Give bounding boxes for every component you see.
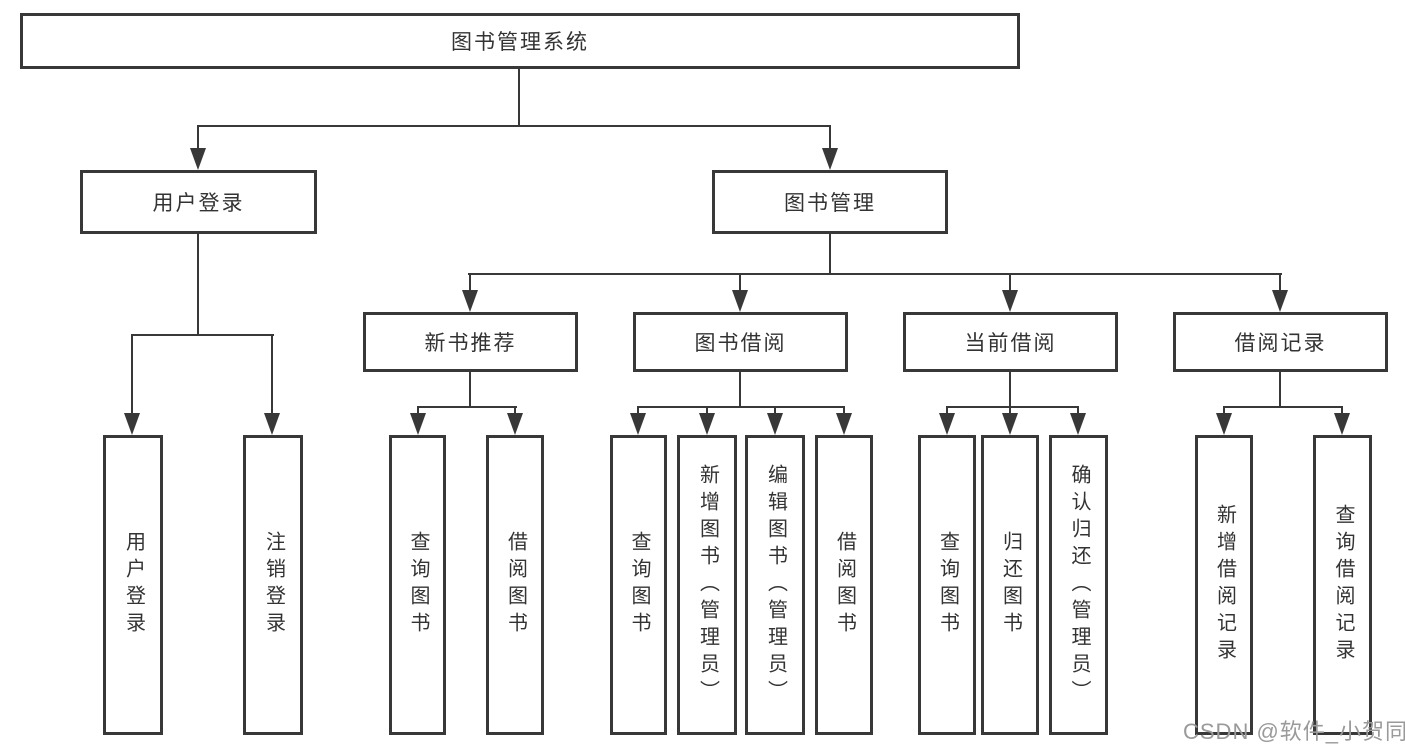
- node-leaf-query-books: 查询图书: [610, 435, 667, 735]
- connector-line: [197, 125, 831, 127]
- node-book-management: 图书管理: [712, 170, 948, 234]
- arrowhead-down-icon: [1070, 413, 1086, 435]
- connector-line: [131, 334, 274, 336]
- arrowhead-down-icon: [630, 413, 646, 435]
- node-label: 图书管理系统: [451, 31, 589, 54]
- node-leaf-borrow-books-recommend: 借阅图书: [486, 435, 544, 735]
- node-leaf-borrow-books: 借阅图书: [815, 435, 873, 735]
- node-leaf-add-borrow-record: 新增借阅记录: [1195, 435, 1253, 735]
- arrowhead-down-icon: [939, 413, 955, 435]
- connector-line: [417, 406, 517, 408]
- node-leaf-logout: 注销登录: [243, 435, 303, 735]
- node-label: 编辑图书（管理员）: [764, 463, 787, 707]
- connector-line: [1279, 372, 1281, 408]
- arrowhead-down-icon: [410, 413, 426, 435]
- node-leaf-return-books: 归还图书: [981, 435, 1039, 735]
- connector-line: [518, 68, 520, 127]
- arrowhead-down-icon: [767, 413, 783, 435]
- node-label: 用户登录: [152, 192, 245, 215]
- node-label: 查询图书: [936, 531, 959, 639]
- node-label: 借阅图书: [504, 531, 527, 639]
- connector-line: [829, 234, 831, 275]
- connector-line: [739, 273, 741, 292]
- node-label: 注销登录: [262, 531, 285, 639]
- connector-line: [946, 406, 1079, 408]
- node-library-management-system: 图书管理系统: [20, 13, 1020, 69]
- arrowhead-down-icon: [836, 413, 852, 435]
- connector-line: [271, 334, 273, 416]
- arrowhead-down-icon: [1002, 290, 1018, 312]
- node-user-login: 用户登录: [80, 170, 317, 234]
- arrowhead-down-icon: [1216, 413, 1232, 435]
- node-label: 图书借阅: [694, 332, 787, 355]
- arrowhead-down-icon: [264, 413, 280, 435]
- connector-line: [1009, 406, 1011, 416]
- connector-line: [1009, 372, 1011, 408]
- connector-line: [1009, 273, 1011, 292]
- node-leaf-query-books-current: 查询图书: [918, 435, 976, 735]
- connector-line: [1341, 406, 1343, 416]
- node-label: 新增图书（管理员）: [696, 463, 719, 707]
- arrowhead-down-icon: [124, 413, 140, 435]
- node-new-book-recommend: 新书推荐: [363, 312, 578, 372]
- arrowhead-down-icon: [1334, 413, 1350, 435]
- node-leaf-edit-books-admin: 编辑图书（管理员）: [745, 435, 805, 735]
- arrowhead-down-icon: [507, 413, 523, 435]
- connector-line: [637, 406, 639, 416]
- node-label: 确认归还（管理员）: [1068, 463, 1090, 707]
- connector-line: [706, 406, 708, 416]
- node-label: 借阅记录: [1234, 332, 1327, 355]
- node-label: 查询图书: [628, 531, 650, 639]
- connector-line: [774, 406, 776, 416]
- connector-line: [468, 273, 1282, 275]
- arrowhead-down-icon: [1272, 290, 1288, 312]
- node-current-borrow: 当前借阅: [903, 312, 1118, 372]
- connector-line: [1223, 406, 1225, 416]
- node-leaf-query-borrow-record: 查询借阅记录: [1313, 435, 1372, 735]
- arrowhead-down-icon: [732, 290, 748, 312]
- csdn-watermark: CSDN @软件_小贺同学: [1183, 719, 1405, 744]
- connector-line: [829, 125, 831, 153]
- connector-line: [637, 406, 845, 408]
- node-leaf-user-login: 用户登录: [103, 435, 163, 735]
- node-leaf-confirm-return-admin: 确认归还（管理员）: [1049, 435, 1108, 735]
- connector-line: [1279, 273, 1281, 292]
- connector-line: [1223, 406, 1343, 408]
- arrowhead-down-icon: [190, 148, 206, 170]
- node-leaf-add-books-admin: 新增图书（管理员）: [677, 435, 737, 735]
- node-label: 当前借阅: [964, 332, 1057, 355]
- connector-line: [843, 406, 845, 416]
- node-label: 查询借阅记录: [1332, 504, 1354, 666]
- arrowhead-down-icon: [822, 148, 838, 170]
- node-book-borrow: 图书借阅: [633, 312, 848, 372]
- node-borrow-records: 借阅记录: [1173, 312, 1388, 372]
- connector-line: [197, 125, 199, 153]
- node-label: 查询图书: [407, 531, 429, 639]
- connector-line: [514, 406, 516, 416]
- node-label: 借阅图书: [833, 531, 856, 639]
- node-label: 图书管理: [784, 192, 876, 215]
- connector-line: [469, 372, 471, 408]
- connector-line: [197, 234, 199, 336]
- node-label: 新书推荐: [424, 332, 517, 355]
- arrowhead-down-icon: [699, 413, 715, 435]
- connector-line: [1077, 406, 1079, 416]
- node-leaf-query-books-recommend: 查询图书: [389, 435, 446, 735]
- node-label: 用户登录: [122, 531, 145, 639]
- connector-line: [131, 334, 133, 416]
- node-label: 归还图书: [999, 531, 1022, 639]
- node-label: 新增借阅记录: [1213, 504, 1236, 666]
- connector-line: [417, 406, 419, 416]
- connector-line: [469, 273, 471, 292]
- arrowhead-down-icon: [462, 290, 478, 312]
- connector-line: [739, 372, 741, 408]
- connector-line: [946, 406, 948, 416]
- arrowhead-down-icon: [1002, 413, 1018, 435]
